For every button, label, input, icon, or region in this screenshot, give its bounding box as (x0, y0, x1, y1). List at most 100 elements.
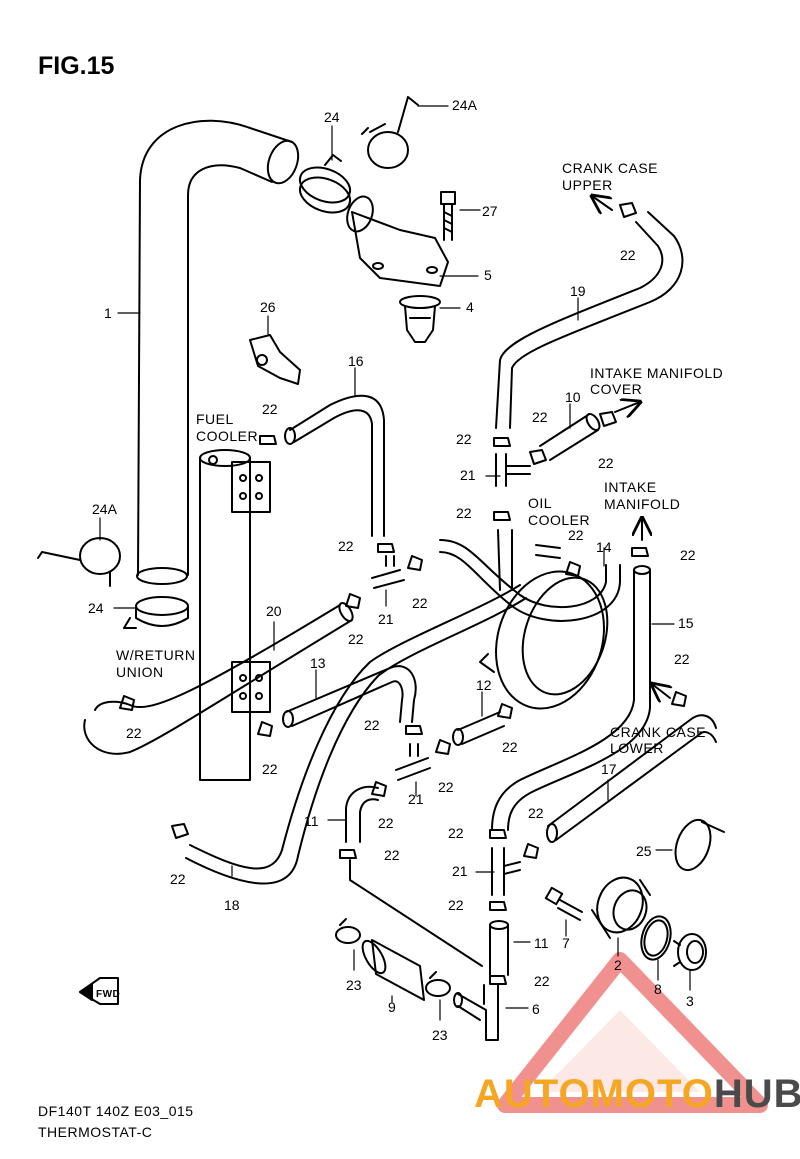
hose-part-18 (185, 584, 527, 885)
callout-22-24: 22 (534, 973, 550, 989)
arrow-crank-case-upper (592, 196, 613, 210)
bolt-part-7 (544, 886, 583, 921)
hose-part-11-bottom (489, 920, 509, 976)
clip-part-26 (249, 334, 301, 385)
hose-part-15 (491, 565, 651, 831)
callout-23a: 23 (346, 977, 362, 993)
hose-part-14 (439, 539, 621, 622)
label-oil-cooler-1: OIL (528, 495, 552, 511)
hose-part-1 (136, 119, 300, 585)
clamp-part-24-top (298, 154, 352, 214)
callout-9: 9 (388, 999, 396, 1015)
label-oil-cooler-2: COOLER (528, 512, 590, 528)
thermostat-housing-part-5 (346, 195, 449, 287)
hose-part-9 (361, 939, 425, 1001)
watermark-logo: AUTOMOTOHUB (474, 1072, 800, 1117)
callout-14: 14 (596, 539, 612, 555)
fuel-cooler (199, 449, 271, 781)
watermark-text-gray: HUB (713, 1072, 800, 1116)
callout-24b: 24 (88, 600, 104, 616)
label-intake-manifold-cover-1: INTAKE MANIFOLD (590, 365, 723, 381)
clamp-part-24-left (123, 596, 189, 629)
callout-26: 26 (260, 299, 276, 315)
spring-clip-part-24a-left (37, 537, 121, 587)
label-fwd: FWD (96, 989, 120, 1000)
callout-22-14: 22 (364, 717, 380, 733)
label-intake-manifold-1: INTAKE (604, 479, 657, 495)
hose-part-17 (546, 714, 717, 843)
callout-22-10: 22 (568, 527, 584, 543)
callout-27: 27 (482, 203, 498, 219)
watermark-text-orange: AUTOMOTO (474, 1072, 714, 1116)
callout-22-21: 22 (448, 825, 464, 841)
watermark-triangle (497, 952, 768, 1113)
hose-part-19 (495, 211, 684, 429)
pipe-part-6 (453, 984, 499, 1041)
callout-22-20: 22 (384, 847, 400, 863)
callout-25: 25 (636, 843, 652, 859)
oil-cooler (479, 529, 609, 710)
callout-13: 13 (310, 655, 326, 671)
spring-clip-part-24a-top (361, 96, 419, 169)
arrow-intake-cover (614, 402, 640, 412)
callout-24A-left: 24A (92, 501, 118, 517)
callout-22-13: 22 (262, 761, 278, 777)
callout-22-17: 22 (674, 651, 690, 667)
arrow-crank-case-lower (652, 684, 670, 698)
callout-22-18: 22 (378, 815, 394, 831)
callout-11b: 11 (534, 935, 549, 951)
callout-22-9: 22 (348, 631, 364, 647)
label-return-union-2: UNION (116, 664, 164, 680)
callout-16: 16 (348, 353, 364, 369)
callout-18: 18 (224, 897, 240, 913)
hose-part-10 (539, 412, 601, 461)
location-labels: CRANK CASE UPPER INTAKE MANIFOLD COVER I… (96, 160, 723, 1000)
cap-part-2 (591, 876, 651, 939)
leader-line (349, 859, 483, 967)
callout-22-19: 22 (170, 871, 186, 887)
label-fuel-cooler-2: COOLER (196, 428, 258, 444)
callout-22-5: 22 (262, 401, 278, 417)
callout-leaders (99, 105, 691, 1021)
callout-10: 10 (565, 389, 581, 405)
label-crank-case-upper-1: CRANK CASE (562, 160, 658, 176)
callout-22-7: 22 (338, 538, 354, 554)
model-code: DF140T 140Z E03_015 (38, 1103, 194, 1119)
label-fuel-cooler-1: FUEL (196, 411, 234, 427)
callout-19: 19 (570, 283, 586, 299)
callout-22-12: 22 (126, 725, 142, 741)
clip-part-25 (674, 818, 725, 872)
callout-22-1: 22 (620, 247, 636, 263)
bolt-part-27 (440, 191, 456, 241)
callout-22-23: 22 (448, 897, 464, 913)
callout-4: 4 (466, 299, 474, 315)
callout-21c: 21 (408, 791, 424, 807)
callout-22-11: 22 (680, 547, 696, 563)
callout-6: 6 (532, 1001, 540, 1017)
callout-22-2: 22 (456, 431, 472, 447)
hose-part-12 (452, 711, 505, 746)
callout-2: 2 (614, 957, 622, 973)
callout-3: 3 (686, 993, 694, 1009)
label-return-union-1: W/RETURN (116, 647, 195, 663)
clamps-part-23 (335, 918, 451, 997)
callout-24A-top: 24A (452, 97, 478, 113)
callout-21a: 21 (460, 467, 476, 483)
hose-part-20 (83, 601, 354, 755)
hose-part-13 (282, 665, 417, 728)
callout-22-4: 22 (598, 455, 614, 471)
label-crank-case-upper-2: UPPER (562, 177, 613, 193)
callout-22-3: 22 (532, 409, 548, 425)
oring-part-8 (640, 915, 672, 961)
callout-numbers: 1 2 3 4 5 6 7 8 9 10 11 11 12 13 14 15 1… (88, 97, 696, 1043)
callout-22-15: 22 (502, 739, 518, 755)
callout-22-16: 22 (438, 779, 454, 795)
label-intake-manifold-2: MANIFOLD (604, 496, 680, 512)
callout-23b: 23 (432, 1027, 448, 1043)
thermostat-part-4 (399, 295, 441, 343)
label-intake-manifold-cover-2: COVER (590, 381, 642, 397)
callout-15: 15 (678, 615, 694, 631)
fwd-arrow-icon (79, 977, 119, 1005)
label-crank-case-lower-2: LOWER (610, 740, 664, 756)
